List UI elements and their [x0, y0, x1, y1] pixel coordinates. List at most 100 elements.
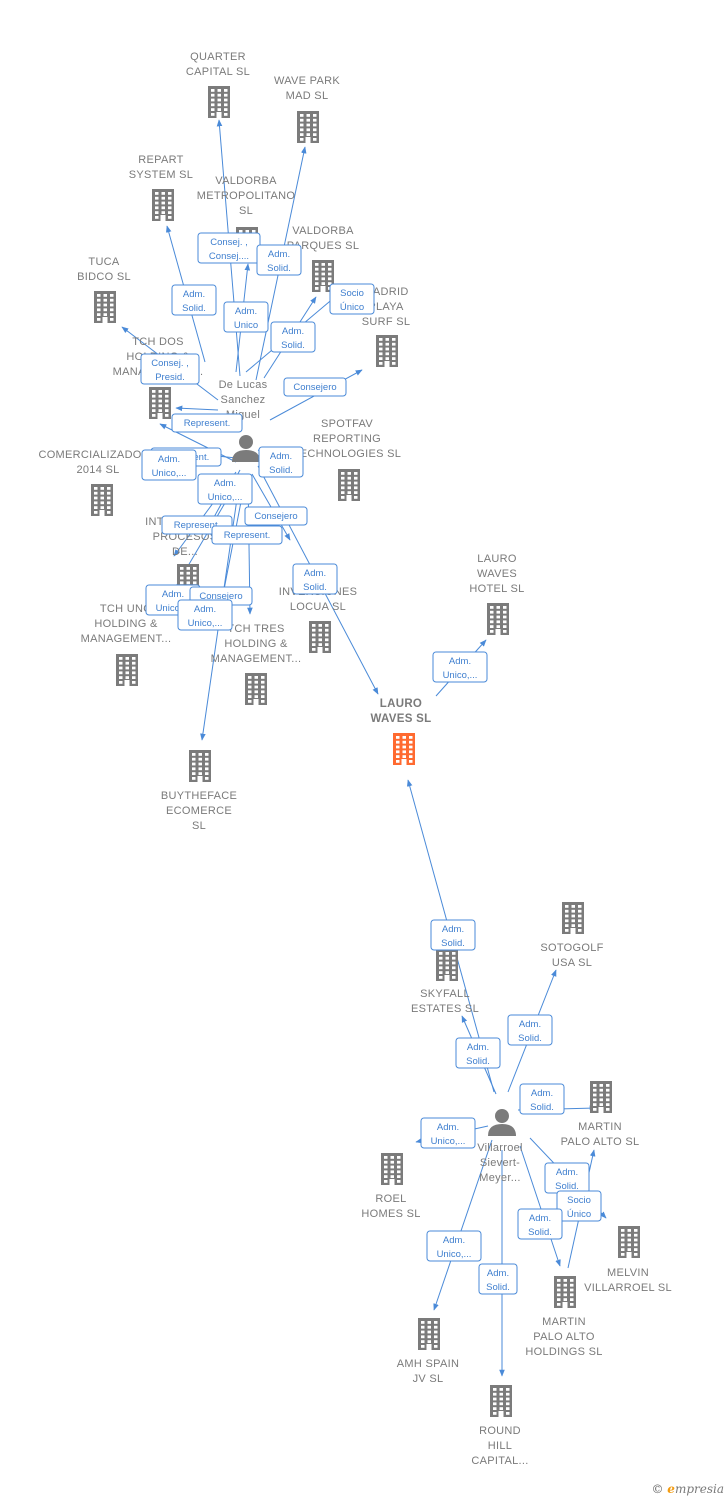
relation-label[interactable]: Adm.Solid.: [292, 563, 338, 595]
building-window: [224, 108, 228, 111]
relation-label[interactable]: Consej. ,Consej....: [197, 232, 261, 264]
relation-label[interactable]: Adm.Unico,...: [197, 473, 253, 505]
building-window: [107, 511, 111, 514]
building-window: [125, 676, 129, 679]
relation-label[interactable]: Adm.Solid.: [478, 1263, 518, 1295]
building-window: [119, 676, 123, 679]
building-window: [557, 1279, 561, 1282]
building-window: [313, 123, 317, 127]
footer-brand[interactable]: © empresia: [651, 1482, 724, 1496]
building-window: [606, 1108, 610, 1111]
node-locua[interactable]: INVERSIONESLOCUA SL: [279, 586, 358, 653]
relation-label[interactable]: Adm.Solid.: [455, 1037, 501, 1069]
relation-label[interactable]: Adm.Unico,...: [426, 1230, 482, 1262]
node-label: CAPITAL SL: [186, 66, 250, 78]
building-window: [490, 625, 494, 628]
relation-label[interactable]: Consej. ,Presid.: [140, 353, 200, 385]
building-window: [192, 772, 196, 775]
building-window: [168, 192, 172, 195]
relation-label[interactable]: Adm.Unico: [223, 301, 269, 333]
building-window: [224, 113, 228, 116]
building-window: [402, 736, 406, 739]
building-window: [161, 201, 165, 205]
building-window: [224, 93, 228, 97]
person-head: [239, 435, 253, 449]
relation-label-box: [507, 1014, 553, 1046]
node-label: ECOMERCE: [166, 805, 232, 817]
building-window: [125, 661, 129, 665]
building-window: [100, 506, 104, 509]
building-window: [248, 690, 252, 694]
relation-label[interactable]: Represent.: [171, 413, 243, 433]
node-villarroel[interactable]: VillarroelSievert-Meyer...: [477, 1109, 523, 1184]
relation-label[interactable]: Adm.Solid.: [171, 284, 217, 316]
relation-label[interactable]: Adm.Unico,...: [420, 1117, 476, 1149]
relation-label-text: Adm.: [270, 451, 292, 462]
building-window: [152, 414, 156, 417]
building-window: [392, 338, 396, 341]
node-label: HOMES SL: [361, 1208, 420, 1220]
relation-label[interactable]: Adm.Unico,...: [432, 651, 488, 683]
relation-label[interactable]: Adm.Solid.: [507, 1014, 553, 1046]
building-window: [97, 294, 101, 297]
relation-label[interactable]: Adm.Solid.: [256, 244, 302, 276]
building-window: [557, 1288, 561, 1292]
building-window: [496, 625, 500, 628]
relation-label[interactable]: Represent.: [211, 525, 283, 545]
building-window: [347, 476, 351, 480]
relation-label[interactable]: Adm.Solid.: [270, 321, 316, 353]
relation-label[interactable]: Adm.Unico,...: [141, 449, 197, 481]
relation-label[interactable]: Adm.Unico,...: [177, 599, 233, 631]
building-window: [396, 760, 400, 763]
person-icon: [232, 435, 260, 462]
building-window: [192, 767, 196, 771]
node-round[interactable]: ROUNDHILLCAPITAL...: [471, 1385, 528, 1467]
node-label: HOTEL SL: [469, 583, 524, 595]
building-window: [503, 625, 507, 628]
relation-label[interactable]: Adm.Solid.: [544, 1162, 590, 1194]
relation-label[interactable]: Consejero: [244, 506, 308, 526]
building-window: [217, 98, 221, 102]
building-door: [389, 1179, 395, 1185]
building-window: [125, 666, 129, 670]
building-window: [627, 1243, 631, 1247]
relation-label[interactable]: Adm.Solid.: [430, 919, 476, 951]
building-window: [119, 671, 123, 675]
relation-label[interactable]: Adm.Solid.: [519, 1083, 565, 1115]
building-window: [315, 287, 319, 290]
relation-label[interactable]: Adm.Solid.: [517, 1208, 563, 1240]
node-label: SOTOGOLF: [540, 942, 603, 954]
building-window: [165, 394, 169, 398]
building-window: [318, 628, 322, 632]
building-window: [161, 192, 165, 195]
building-window: [97, 313, 101, 316]
node-label: WAVES: [477, 568, 517, 580]
building-window: [496, 610, 500, 614]
relation-label[interactable]: Consejero: [283, 377, 347, 397]
relation-label[interactable]: Adm.Solid.: [258, 446, 304, 478]
building-window: [384, 1165, 388, 1169]
building-window: [325, 638, 329, 642]
